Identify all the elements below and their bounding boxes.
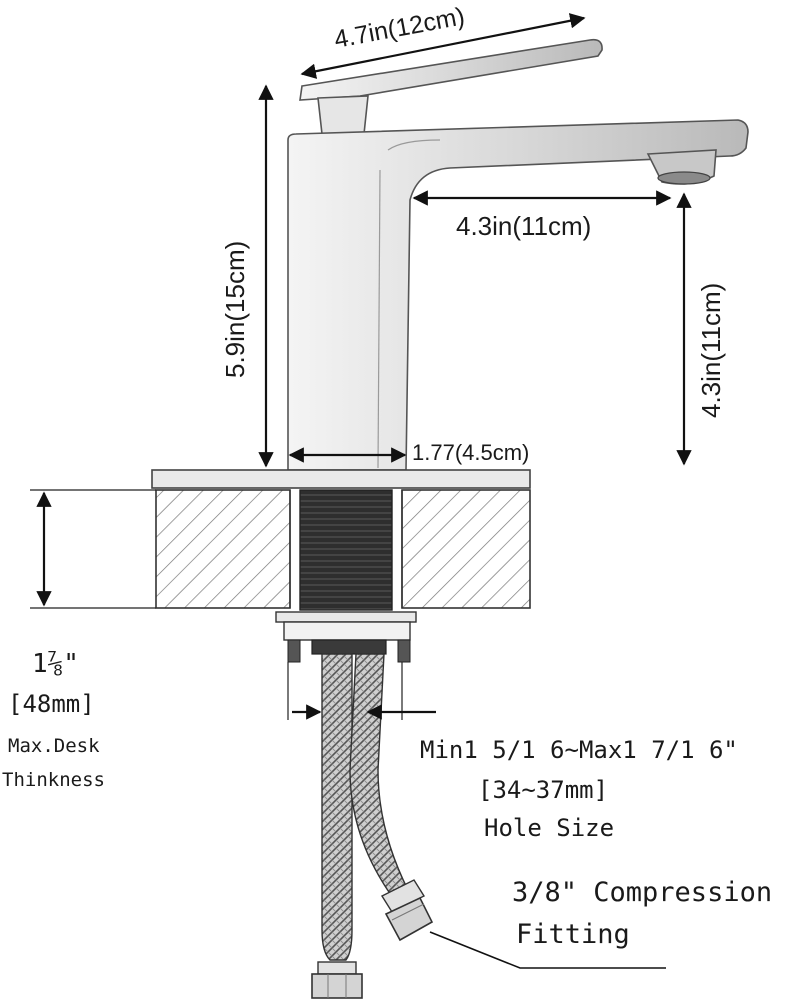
hose-left — [321, 653, 353, 961]
label-desk-caption-1: Max.Desk — [8, 735, 100, 757]
label-desk-caption-2: Thinkness — [2, 769, 105, 791]
label-fitting-2: Fitting — [516, 919, 630, 950]
hose-end-nut — [311, 961, 363, 999]
dim-handle-length — [300, 13, 586, 79]
label-hole-caption: Hole Size — [484, 814, 614, 842]
dimension-lines — [36, 13, 692, 969]
label-hole-range: Min1 5/1 6~Max1 7/1 6" — [420, 736, 738, 764]
fitting-leader — [429, 931, 666, 969]
desk-section — [30, 489, 531, 611]
label-fitting-1: 3/8" Compression — [512, 877, 772, 908]
label-base-width: 1.77(4.5cm) — [412, 440, 529, 465]
label-desk-thickness: 1⅞" — [32, 649, 79, 679]
label-desk-thickness-mm: [48mm] — [8, 690, 95, 718]
mounting-hardware — [275, 611, 417, 720]
compression-fitting — [380, 879, 434, 942]
handle-stem — [317, 95, 369, 135]
faucet-body — [287, 119, 749, 471]
base-plate — [151, 469, 531, 489]
label-faucet-height: 5.9in(15cm) — [220, 241, 250, 378]
label-spout-height: 4.3in(11cm) — [696, 283, 726, 418]
label-spout-reach: 4.3in(11cm) — [456, 211, 591, 241]
hose-right — [349, 653, 409, 904]
supply-hoses — [311, 653, 434, 999]
label-hole-range-mm: [34~37mm] — [478, 776, 608, 804]
mounting-shank — [299, 489, 393, 611]
